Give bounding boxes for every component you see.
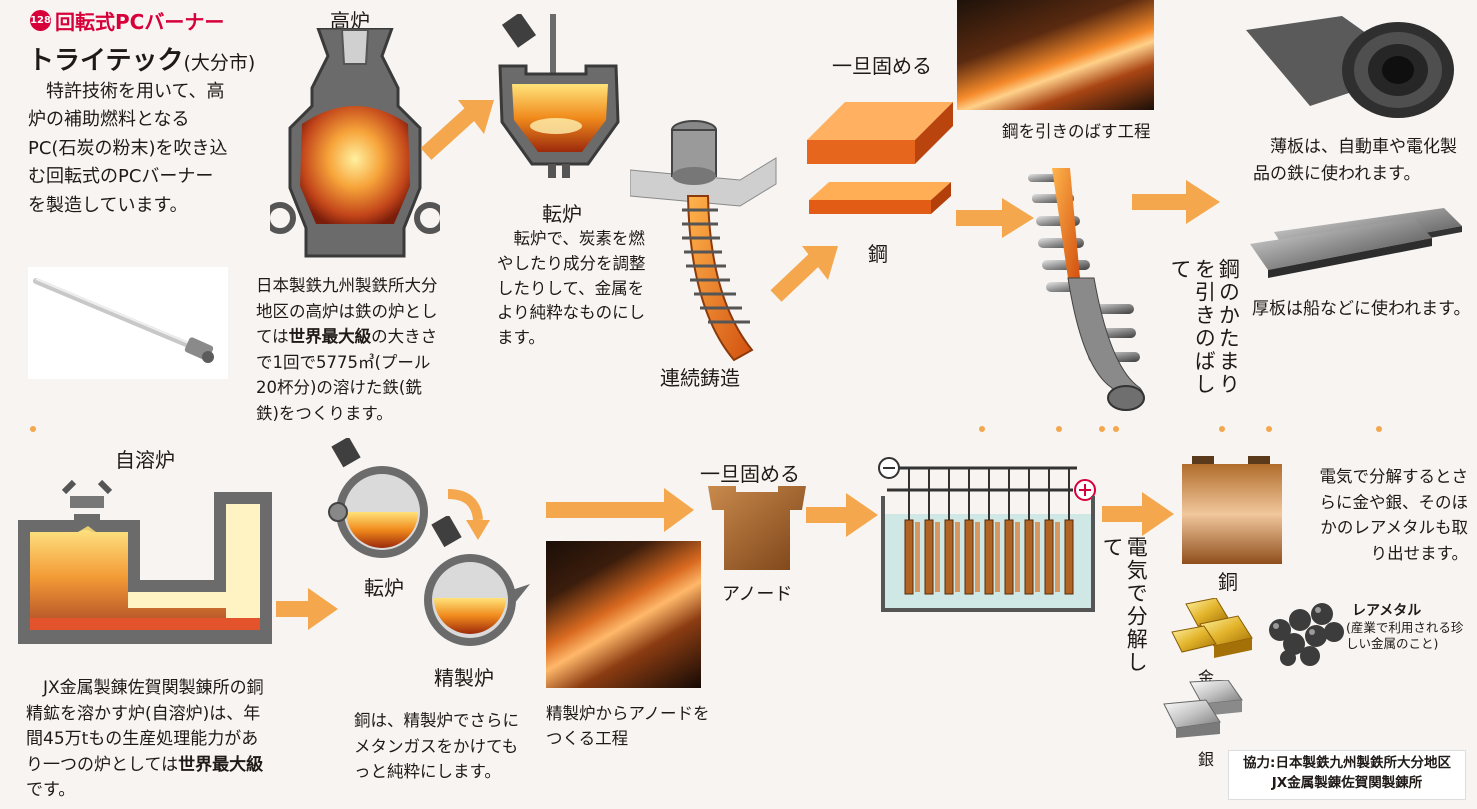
blast-furnace-illustration xyxy=(270,28,440,258)
flash-furnace-desc-c: です。 xyxy=(26,780,76,800)
continuous-casting-illustration xyxy=(630,120,777,362)
arrow-rolling-to-products xyxy=(1132,180,1220,224)
divider-dot xyxy=(979,426,985,432)
converter-bottom-illustration xyxy=(328,438,428,558)
converter-top-description: 転炉で、炭素を燃やしたり成分を調整したりして、金属をより純粋なものにします。 xyxy=(497,229,646,347)
flash-furnace-illustration xyxy=(18,480,272,644)
arrow-steel-to-rolling xyxy=(956,198,1034,238)
rolling-vertical-text: 鋼のかたまりを引きのばして xyxy=(1168,258,1241,396)
copper-description: 電気で分解するとさらに金や銀、そのほかのレアメタルも取り出せます。 xyxy=(1319,467,1469,563)
refining-furnace-illustration xyxy=(424,516,530,646)
blast-furnace-desc-a: 日本製鉄九州製鉄所大分地区の高炉は鉄の炉としては xyxy=(256,276,438,347)
solidify-top-label: 一旦固める xyxy=(832,54,932,78)
credit-line-2: JX金属製錬佐賀関製錬所 xyxy=(1271,775,1423,792)
arrow-flash-to-converter xyxy=(276,588,338,630)
arrow-casting-to-steel xyxy=(770,246,838,302)
number-badge: 128 xyxy=(30,10,51,31)
pc-burner-image xyxy=(28,267,228,379)
divider-dot xyxy=(1056,426,1062,432)
flash-furnace-desc-bold: 世界最大級 xyxy=(178,754,264,775)
sidebar-description: 特許技術を用いて、高炉の補助燃料となるPC(石炭の粉末)を吹き込む回転式のPCバ… xyxy=(28,81,228,216)
anode-process-photo xyxy=(546,541,701,688)
thick-plate-description: 厚板は船などに使われます。 xyxy=(1252,299,1471,319)
silver-label: 銀 xyxy=(1198,750,1215,769)
company-name-row: トライテック(大分市) xyxy=(28,40,255,77)
rare-metal-label: レアメタル xyxy=(1352,603,1422,619)
divider-dot xyxy=(1266,426,1272,432)
divider-dot xyxy=(1376,426,1382,432)
flash-furnace-label: 自溶炉 xyxy=(115,448,175,472)
gold-ingot-illustration xyxy=(1171,598,1253,658)
copper-cathode-illustration xyxy=(1182,456,1282,564)
flash-furnace-desc-a: JX金属製錬佐賀関製錬所の銅精鉱を溶かす炉(自溶炉)は、年間45万tもの生産処理… xyxy=(26,678,264,775)
blast-furnace-desc-bold: 世界最大級 xyxy=(288,327,372,347)
blast-furnace-description: 日本製鉄九州製鉄所大分地区の高炉は鉄の炉としては世界最大級の大きさで1回で577… xyxy=(256,273,444,426)
blast-furnace-desc-c: の大きさで1回で5775㎥(プール20杯分)の溶けた鉄(銑鉄)をつくります。 xyxy=(256,327,438,423)
company-place: (大分市) xyxy=(183,52,256,74)
converter-bottom-label: 転炉 xyxy=(364,576,404,600)
rolling-mill-illustration xyxy=(1028,168,1145,411)
electrolysis-tank-illustration xyxy=(878,457,1096,612)
steel-label: 鋼 xyxy=(868,242,888,266)
arrow-bf-to-converter xyxy=(420,100,494,160)
divider-dot xyxy=(30,426,36,432)
silver-ingot-illustration xyxy=(1163,680,1243,738)
company-name: トライテック xyxy=(28,46,184,76)
refining-furnace-description: 銅は、精製炉でさらにメタンガスをかけてもっと純粋にします。 xyxy=(354,711,519,782)
rare-metal-illustration xyxy=(1269,603,1344,666)
anode-process-caption: 精製炉からアノードをつくる工程 xyxy=(546,704,710,748)
electrolysis-vertical-text: 電気で分解して xyxy=(1100,536,1149,674)
steel-slab-1 xyxy=(807,102,953,164)
rolling-photo-caption: 鋼を引きのばす工程 xyxy=(1002,122,1151,141)
thin-sheet-description: 薄板は、自動車や電化製品の鉄に使われます。 xyxy=(1253,137,1457,185)
arrow-refining-to-anode xyxy=(546,488,694,532)
credit-line-1: 協力:日本製鉄九州製鉄所大分地区 xyxy=(1243,755,1451,771)
arrow-anode-to-electrolysis xyxy=(806,493,878,537)
refining-furnace-label: 精製炉 xyxy=(434,666,494,690)
divider-dot xyxy=(1113,426,1119,432)
solidify-bottom-label: 一旦固める xyxy=(700,462,800,486)
divider-dot xyxy=(1099,426,1105,432)
continuous-casting-label: 連続鋳造 xyxy=(660,366,740,390)
arrow-electrolysis-to-copper xyxy=(1102,492,1174,536)
converter-top-illustration xyxy=(498,14,620,178)
sidebar-title: 回転式PCバーナー xyxy=(55,10,225,34)
anode-label: アノード xyxy=(722,584,793,605)
anode-illustration xyxy=(708,486,806,570)
sidebar-title-row: 128 回転式PCバーナー xyxy=(30,6,224,35)
arrow-converter-to-refining xyxy=(447,489,490,540)
copper-label: 銅 xyxy=(1218,570,1238,594)
rare-metal-note: (産業で利用される珍しい金属のこと) xyxy=(1346,620,1464,652)
rolling-photo xyxy=(957,0,1154,110)
steel-slab-2 xyxy=(809,182,951,214)
credit-box: 協力:日本製鉄九州製鉄所大分地区 JX金属製錬佐賀関製錬所 xyxy=(1228,750,1466,800)
flash-furnace-description: JX金属製錬佐賀関製錬所の銅精鉱を溶かす炉(自溶炉)は、年間45万tもの生産処理… xyxy=(26,676,270,804)
converter-top-label: 転炉 xyxy=(542,202,582,226)
divider-dot xyxy=(1219,426,1225,432)
steel-coil-illustration xyxy=(1246,16,1454,118)
steel-plate-illustration xyxy=(1250,208,1462,278)
